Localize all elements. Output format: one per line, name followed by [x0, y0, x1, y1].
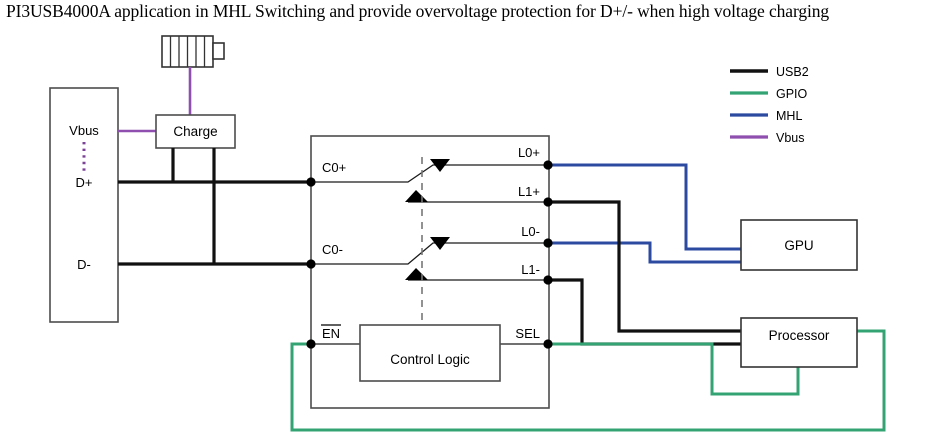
wire-gpio-en-to-processor	[290, 329, 886, 432]
pin-label-l0plus: L0+	[518, 145, 540, 160]
switch-arrow-l0plus-icon	[430, 159, 450, 172]
node-l0plus	[543, 160, 553, 170]
node-c0plus	[306, 177, 316, 187]
control-logic-label: Control Logic	[390, 352, 470, 367]
switch-path-c0minus-l0minus	[311, 242, 548, 265]
gpu-label: GPU	[784, 238, 813, 253]
node-c0minus	[306, 259, 316, 269]
pin-label-c0plus: C0+	[322, 160, 346, 175]
processor-block	[740, 317, 858, 368]
switch-path-c0plus-l0plus	[311, 164, 548, 183]
pin-label-c0minus: C0-	[322, 242, 343, 257]
pin-label-vbus: Vbus	[69, 123, 99, 138]
pin-label-sel: SEL	[515, 326, 540, 341]
node-l1minus	[543, 275, 553, 285]
node-en	[306, 339, 316, 349]
control-logic-block	[359, 324, 501, 382]
node-l1plus	[543, 197, 553, 207]
pin-label-dminus: D-	[77, 257, 91, 272]
wire-mhl-l0minus-to-gpu	[548, 241, 741, 264]
wire-mhl-l0plus-to-gpu	[548, 163, 741, 251]
legend-label-vbus: Vbus	[776, 131, 805, 145]
legend-label-gpio: GPIO	[776, 87, 808, 101]
pin-label-en: EN	[322, 326, 340, 341]
legend-label-mhl: MHL	[776, 109, 802, 123]
wire-usb2-l1minus-to-processor	[548, 278, 741, 346]
legend: USB2 GPIO MHL Vbus	[730, 65, 809, 145]
node-sel	[543, 339, 553, 349]
pin-label-l1minus: L1-	[521, 262, 540, 277]
legend-label-usb2: USB2	[776, 65, 809, 79]
pin-label-l1plus: L1+	[518, 184, 540, 199]
page-title: PI3USB4000A application in MHL Switching…	[6, 1, 830, 21]
node-l0minus	[543, 238, 553, 248]
gpu-block	[740, 219, 858, 271]
wire-gpio-sel-to-processor	[548, 342, 800, 396]
pin-label-dplus: D+	[76, 175, 93, 190]
switch-arrow-l0minus-icon	[430, 237, 450, 250]
charge-label: Charge	[173, 124, 217, 139]
battery-icon	[161, 35, 225, 68]
charge-block	[155, 114, 236, 149]
connector-block	[49, 87, 119, 323]
processor-label: Processor	[769, 328, 830, 343]
pin-label-l0minus: L0-	[521, 224, 540, 239]
wire-usb2-l1plus-to-processor	[548, 200, 741, 333]
